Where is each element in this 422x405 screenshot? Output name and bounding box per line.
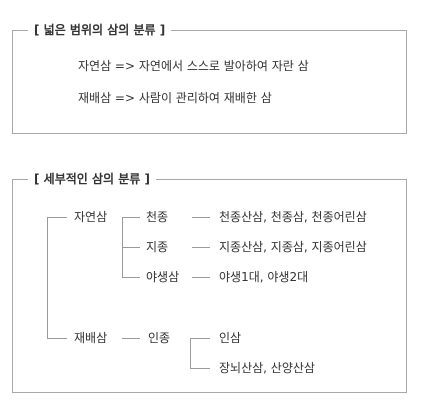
broad-classification-box: [12, 30, 407, 134]
tree-line: [190, 368, 210, 369]
tree-line: [47, 217, 67, 218]
cultivated-desc: 인삼: [219, 331, 242, 345]
cultivated-label: 재배삼: [74, 331, 108, 345]
tree-line: [190, 338, 210, 339]
tree-line: [192, 247, 210, 248]
natural-child-label: 지종: [146, 240, 169, 254]
tree-line: [122, 338, 140, 339]
natural-child-desc: 천종산삼, 천종삼, 천종어린삼: [219, 210, 367, 224]
tree-line: [47, 338, 67, 339]
broad-classification-title: [ 넓은 범위의 삼의 분류 ]: [28, 23, 172, 37]
detail-classification-title: [ 세부적인 삼의 분류 ]: [28, 172, 157, 186]
cultivated-child-label: 인종: [148, 331, 171, 345]
broad-line-cultivated: 재배삼 => 사람이 관리하여 재배한 삼: [78, 91, 272, 105]
tree-line: [192, 277, 210, 278]
tree-line: [122, 247, 140, 248]
tree-line: [190, 338, 191, 368]
tree-line: [47, 217, 48, 338]
natural-child-desc: 야생1대, 야생2대: [219, 270, 309, 284]
broad-line-natural: 자연삼 => 자연에서 스스로 발아하여 자란 삼: [78, 59, 309, 73]
cultivated-desc: 장뇌산삼, 산양산삼: [219, 361, 315, 375]
natural-label: 자연삼: [74, 210, 108, 224]
tree-line: [122, 217, 140, 218]
natural-child-label: 천종: [146, 210, 169, 224]
tree-line: [192, 217, 210, 218]
natural-child-desc: 지종산삼, 지종삼, 지종어린삼: [219, 240, 367, 254]
detail-classification-box: [12, 179, 407, 393]
tree-line: [122, 277, 140, 278]
natural-child-label: 야생삼: [146, 270, 180, 284]
